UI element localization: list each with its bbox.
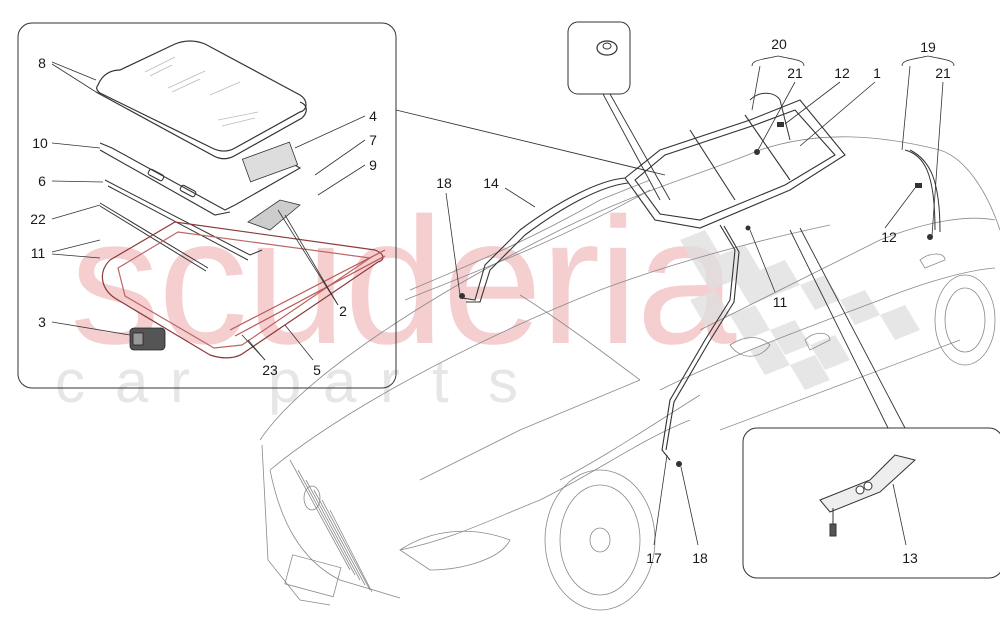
- sunroof-exploded-inset: [17, 22, 397, 389]
- callout-9: 9: [369, 157, 377, 173]
- callout-2: 2: [339, 303, 347, 319]
- callout-22: 22: [30, 211, 46, 227]
- callout-3: 3: [38, 314, 46, 330]
- callout-23: 23: [262, 362, 278, 378]
- mounting-bracket: [819, 454, 917, 537]
- callout-18: 18: [692, 550, 708, 566]
- callout-12: 12: [834, 65, 850, 81]
- callout-21: 21: [787, 65, 803, 81]
- checkered-flag-watermark: [680, 230, 920, 390]
- callout-19: 19: [920, 39, 936, 55]
- sunroof-glass: [95, 40, 307, 160]
- sunroof-cassette-frame: [101, 221, 386, 359]
- callout-5: 5: [313, 362, 321, 378]
- grommet-inset: [567, 21, 631, 95]
- callout-17: 17: [646, 550, 662, 566]
- callout-10: 10: [32, 135, 48, 151]
- sunroof-motor: [129, 327, 166, 351]
- callout-12: 12: [881, 229, 897, 245]
- callout-7: 7: [369, 132, 377, 148]
- callout-21: 21: [935, 65, 951, 81]
- callout-20: 20: [771, 36, 787, 52]
- callout-4: 4: [369, 108, 377, 124]
- callout-11: 11: [30, 245, 46, 261]
- car-sunroof: [624, 92, 941, 233]
- callout-1: 1: [873, 65, 881, 81]
- callout-11: 11: [772, 294, 788, 310]
- callout-8: 8: [38, 55, 46, 71]
- callout-14: 14: [483, 175, 499, 191]
- bracket-inset: [742, 427, 1000, 579]
- callout-18: 18: [436, 175, 452, 191]
- callout-13: 13: [902, 550, 918, 566]
- callout-6: 6: [38, 173, 46, 189]
- car-body-outline: [259, 136, 1000, 611]
